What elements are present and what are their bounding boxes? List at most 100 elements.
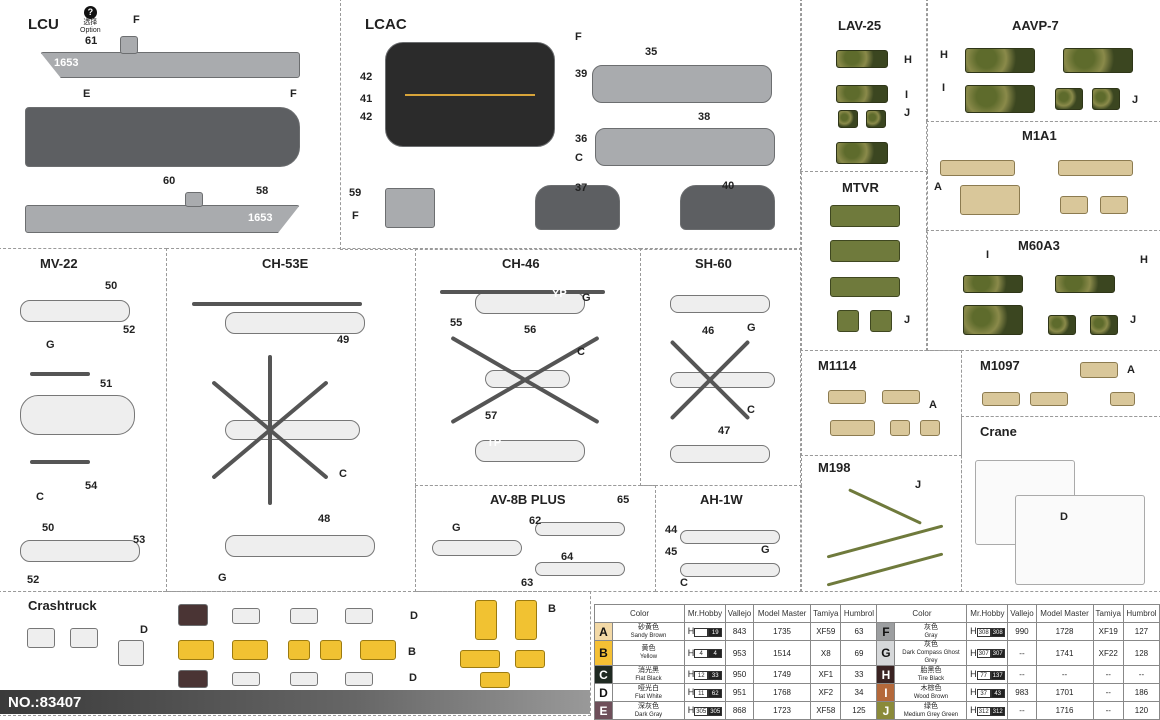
callout: 40: [722, 180, 735, 192]
tamiya-code: --: [1092, 683, 1124, 702]
callout: 60: [163, 175, 176, 187]
option-en: Option: [80, 27, 101, 34]
ah1w-side: [680, 530, 780, 544]
callout: F: [352, 210, 359, 222]
mrhobby-code-2: 307: [990, 649, 1005, 659]
paint-color-table: Color Mr.Hobby Vallejo Model Master Tami…: [594, 604, 1160, 720]
vallejo-code: 953: [724, 640, 755, 666]
callout: J: [904, 314, 911, 326]
color-name-en: Gray: [924, 632, 938, 639]
av8b-side-2: [535, 562, 625, 576]
modelmaster-code: 1768: [753, 683, 812, 702]
modelmaster-code: --: [1035, 665, 1094, 684]
callout: H: [904, 54, 912, 66]
modelmaster-code: 1749: [753, 665, 812, 684]
lcac-59-part: [385, 188, 435, 228]
mrhobby-code-2: 137: [990, 670, 1005, 680]
mrhobby-code-1: 77: [976, 670, 991, 680]
humbrol-code: 125: [840, 701, 878, 720]
callout: 55: [450, 317, 463, 329]
color-swatch: J: [876, 701, 896, 720]
callout: H: [1140, 254, 1148, 266]
option-cn: 选择: [83, 19, 98, 26]
m60a3-side-2: [1055, 275, 1115, 293]
ch53e-side-2: [225, 535, 375, 557]
humbrol-code: --: [1122, 665, 1160, 684]
callout: 47: [718, 425, 731, 437]
panel-lcac: [340, 0, 802, 250]
title-crane: Crane: [980, 424, 1017, 439]
lav25-side: [836, 50, 888, 68]
callout: 38: [698, 111, 711, 123]
callout: I: [986, 249, 990, 261]
vallejo-code: --: [1007, 665, 1037, 684]
title-m1097: M1097: [980, 358, 1020, 373]
large-forklift: [515, 650, 545, 668]
m1a1-top: [960, 185, 1020, 215]
color-name-cn: 砂黄色: [638, 623, 659, 631]
sh60-side: [670, 295, 770, 313]
tamiya-code: XF58: [810, 701, 842, 720]
mrhobby-code-1: 308: [976, 627, 991, 637]
humbrol-code: 63: [840, 622, 878, 641]
color-name-cn: 胎黑色: [920, 666, 942, 674]
vallejo-code: 868: [724, 701, 755, 720]
title-m198: M198: [818, 460, 851, 475]
callout: D: [409, 672, 417, 684]
callout: F: [290, 88, 297, 100]
title-lcu: LCU: [28, 16, 59, 33]
modelmaster-code: 1701: [1035, 683, 1094, 702]
callout: C: [36, 491, 44, 503]
lav25-front: [838, 110, 858, 128]
large-forklift: [460, 650, 500, 668]
modelmaster-code: 1723: [753, 701, 812, 720]
col-modelmaster: Model Master: [1035, 604, 1094, 623]
col-humbrol: Humbrol: [840, 604, 878, 623]
lcac-deck-lines: [405, 94, 535, 96]
callout: C: [575, 152, 583, 164]
forklift: [320, 640, 342, 660]
modelmaster-code: 1728: [1035, 622, 1094, 641]
panel-m198: [800, 455, 962, 592]
humbrol-code: 128: [1122, 640, 1160, 666]
vallejo-code: --: [1007, 701, 1037, 720]
av8b-top: [432, 540, 522, 556]
callout: 51: [100, 378, 113, 390]
callout: C: [577, 346, 585, 358]
col-mrhobby: Mr.Hobby: [684, 604, 726, 623]
vallejo-code: 990: [1007, 622, 1037, 641]
vallejo-code: 983: [1007, 683, 1037, 702]
title-mv22: MV-22: [40, 256, 78, 271]
callout: 56: [524, 324, 537, 336]
title-mtvr: MTVR: [842, 180, 879, 195]
sh60-side-2: [670, 445, 770, 463]
title-ah1w: AH-1W: [700, 492, 743, 507]
callout: G: [218, 572, 227, 584]
av8b-side: [535, 522, 625, 536]
m1097-side-2: [1030, 392, 1068, 406]
tug: [290, 672, 318, 686]
panel-ah1w: [655, 485, 802, 592]
tug: [345, 672, 373, 686]
callout: 65: [617, 494, 630, 506]
mrhobby-code-1: 37: [976, 688, 991, 698]
forklift: [360, 640, 396, 660]
callout: J: [1132, 94, 1139, 106]
mv22-rotor: [30, 372, 90, 376]
humbrol-code: 186: [1122, 683, 1160, 702]
humbrol-code: 127: [1122, 622, 1160, 641]
lav25-rear: [866, 110, 886, 128]
crane-front: [1015, 495, 1145, 585]
m1097-side: [982, 392, 1020, 406]
tamiya-code: XF59: [810, 622, 842, 641]
